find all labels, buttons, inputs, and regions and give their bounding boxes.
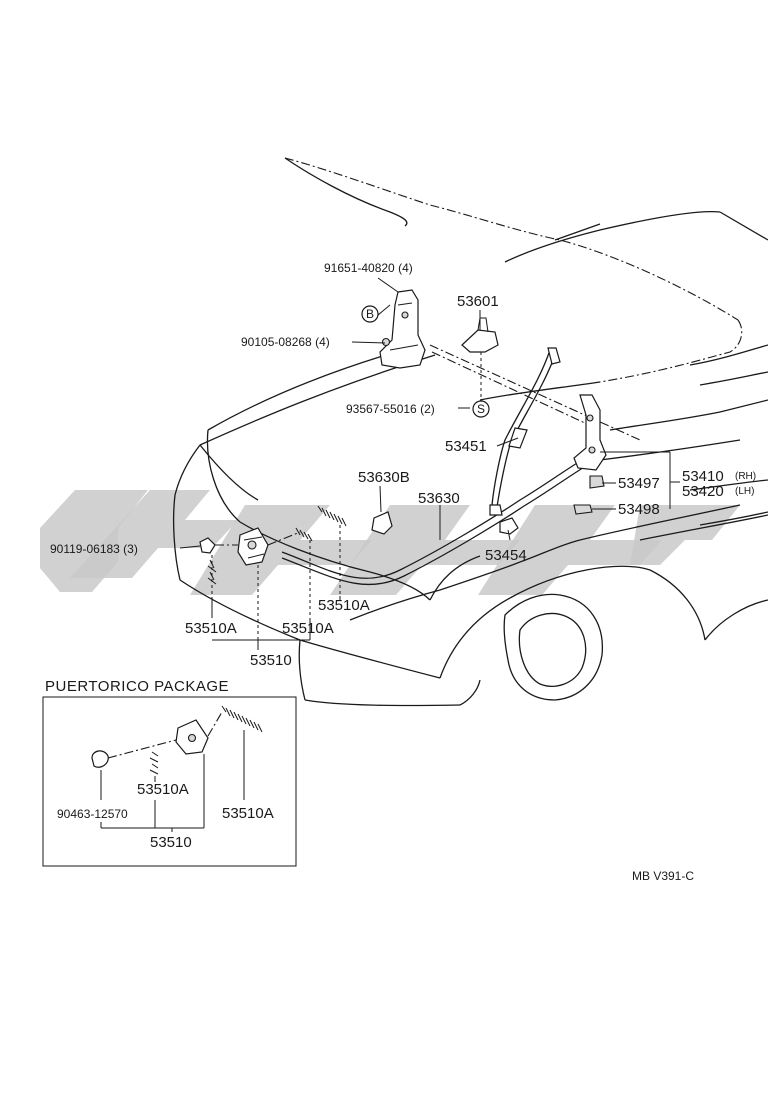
label-53630: 53630 bbox=[418, 490, 460, 507]
hood-lock bbox=[199, 505, 519, 640]
inset-label-53510a-a: 53510A bbox=[137, 781, 189, 798]
label-90105: 90105-08268 (4) bbox=[241, 335, 330, 349]
label-53498: 53498 bbox=[618, 501, 660, 518]
inset-frame bbox=[42, 696, 297, 867]
label-53510a-mid: 53510A bbox=[282, 620, 334, 637]
inset-spring bbox=[221, 705, 263, 733]
label-53630b: 53630B bbox=[358, 469, 410, 486]
watermark bbox=[40, 490, 740, 595]
label-53510: 53510 bbox=[250, 652, 292, 669]
hood-cable bbox=[281, 454, 595, 586]
inset-label-53510: 53510 bbox=[150, 834, 192, 851]
car-body bbox=[172, 157, 768, 707]
inset-grommet bbox=[91, 750, 109, 768]
callout-b-label: B bbox=[366, 307, 374, 321]
label-53510a-right: 53510A bbox=[318, 597, 370, 614]
hood-hinge bbox=[379, 289, 426, 369]
label-53451: 53451 bbox=[445, 438, 487, 455]
inset-puertorico: PUERTORICO PACKAGE 90463-12570 53510A 53… bbox=[42, 678, 297, 867]
label-53601: 53601 bbox=[457, 293, 499, 310]
label-53420: 53420 bbox=[682, 483, 724, 500]
hood-hinge-right bbox=[573, 394, 607, 515]
diagram-code: MB V391-C bbox=[632, 869, 694, 883]
label-53420-side: (LH) bbox=[735, 486, 754, 497]
inset-label-90463: 90463-12570 bbox=[57, 807, 128, 821]
callout-b: B bbox=[361, 305, 379, 323]
label-91651: 91651-40820 (4) bbox=[324, 261, 413, 275]
hood-rod-holder bbox=[461, 317, 499, 353]
label-93567: 93567-55016 (2) bbox=[346, 402, 435, 416]
leader-lines bbox=[179, 277, 680, 650]
label-90119: 90119-06183 (3) bbox=[50, 542, 138, 556]
callout-s-label: S bbox=[477, 402, 485, 416]
part-labels: 91651-40820 (4) 90105-08268 (4) 53601 93… bbox=[50, 261, 756, 669]
label-53510a-left: 53510A bbox=[185, 620, 237, 637]
inset-title: PUERTORICO PACKAGE bbox=[45, 678, 229, 695]
label-53410-side: (RH) bbox=[735, 471, 756, 482]
label-53454: 53454 bbox=[485, 547, 527, 564]
label-53410: 53410 bbox=[682, 468, 724, 485]
label-53497: 53497 bbox=[618, 475, 660, 492]
inset-label-53510a-b: 53510A bbox=[222, 805, 274, 822]
callout-s: S bbox=[472, 400, 490, 418]
